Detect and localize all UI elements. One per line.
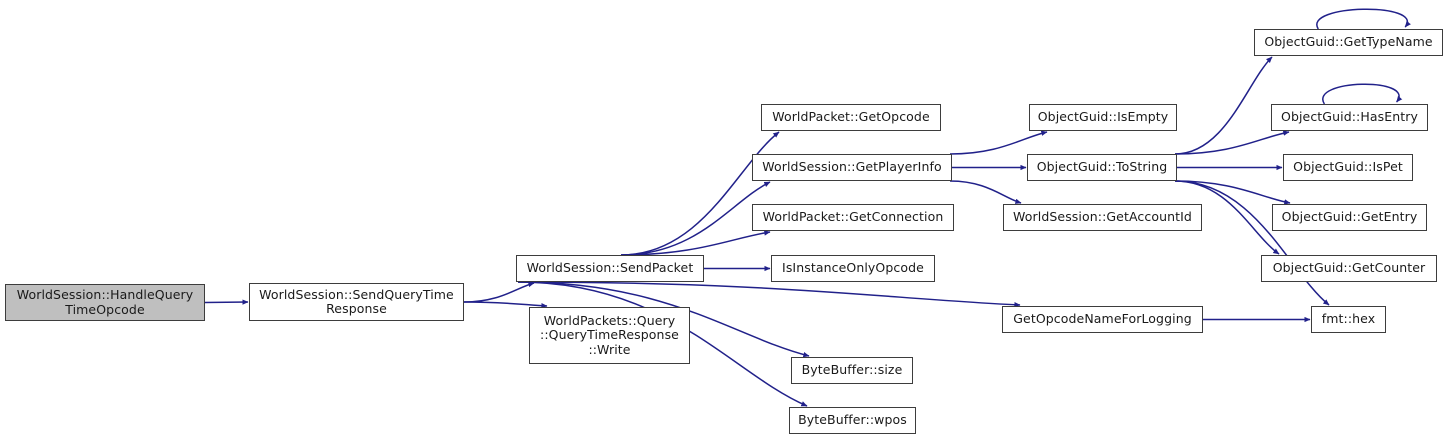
- graph-node-send_query_time_response[interactable]: WorldSession::SendQueryTime Response: [249, 283, 464, 321]
- graph-node-label: WorldSession::GetPlayerInfo: [762, 159, 942, 175]
- graph-node-label: ObjectGuid::HasEntry: [1281, 109, 1418, 125]
- graph-node-byte_buffer_wpos[interactable]: ByteBuffer::wpos: [789, 407, 916, 434]
- graph-node-is_instance_only_opcode[interactable]: IsInstanceOnlyOpcode: [771, 255, 935, 282]
- graph-node-query_time_response_write[interactable]: WorldPackets::Query ::QueryTimeResponse …: [529, 307, 690, 364]
- graph-node-send_packet[interactable]: WorldSession::SendPacket: [516, 255, 704, 282]
- graph-node-object_guid_get_entry[interactable]: ObjectGuid::GetEntry: [1272, 204, 1427, 231]
- graph-node-label: WorldSession::SendPacket: [526, 260, 694, 276]
- graph-node-label: ObjectGuid::IsEmpty: [1037, 109, 1169, 125]
- graph-node-object_guid_get_counter[interactable]: ObjectGuid::GetCounter: [1261, 255, 1437, 282]
- graph-node-label: ByteBuffer::wpos: [798, 412, 907, 428]
- graph-node-get_player_info[interactable]: WorldSession::GetPlayerInfo: [752, 154, 952, 181]
- graph-node-label: WorldPacket::GetOpcode: [772, 109, 930, 125]
- graph-node-object_guid_has_entry[interactable]: ObjectGuid::HasEntry: [1271, 104, 1428, 131]
- graph-node-label: ObjectGuid::GetEntry: [1281, 209, 1418, 225]
- graph-node-fmt_hex[interactable]: fmt::hex: [1311, 306, 1386, 333]
- graph-node-object_guid_get_type_name[interactable]: ObjectGuid::GetTypeName: [1254, 29, 1443, 56]
- graph-node-object_guid_is_pet[interactable]: ObjectGuid::IsPet: [1283, 154, 1413, 181]
- graph-node-label: GetOpcodeNameForLogging: [1013, 311, 1192, 327]
- graph-node-object_guid_to_string[interactable]: ObjectGuid::ToString: [1027, 154, 1177, 181]
- graph-node-label: ByteBuffer::size: [801, 362, 903, 378]
- graph-node-label: fmt::hex: [1321, 311, 1376, 327]
- graph-node-label: ObjectGuid::ToString: [1036, 159, 1168, 175]
- graph-node-label: WorldPackets::Query ::QueryTimeResponse …: [540, 312, 679, 357]
- graph-node-label: WorldSession::SendQueryTime Response: [259, 286, 454, 316]
- graph-node-handle_query_time_opcode[interactable]: WorldSession::HandleQuery TimeOpcode: [5, 284, 205, 321]
- graph-node-byte_buffer_size[interactable]: ByteBuffer::size: [791, 357, 913, 384]
- graph-node-label: ObjectGuid::GetTypeName: [1264, 34, 1433, 50]
- graph-node-label: WorldSession::HandleQuery TimeOpcode: [16, 287, 194, 317]
- graph-node-get_opcode_name_for_logging[interactable]: GetOpcodeNameForLogging: [1002, 306, 1203, 333]
- graph-node-label: WorldPacket::GetConnection: [762, 209, 944, 225]
- graph-node-label: WorldSession::GetAccountId: [1013, 209, 1192, 225]
- graph-node-label: ObjectGuid::IsPet: [1293, 159, 1403, 175]
- graph-node-object_guid_is_empty[interactable]: ObjectGuid::IsEmpty: [1029, 104, 1177, 131]
- graph-node-world_packet_get_connection[interactable]: WorldPacket::GetConnection: [752, 204, 954, 231]
- graph-node-world_packet_get_opcode[interactable]: WorldPacket::GetOpcode: [761, 104, 941, 131]
- graph-node-label: IsInstanceOnlyOpcode: [782, 260, 924, 276]
- graph-node-get_account_id[interactable]: WorldSession::GetAccountId: [1003, 204, 1202, 231]
- graph-node-label: ObjectGuid::GetCounter: [1272, 260, 1426, 276]
